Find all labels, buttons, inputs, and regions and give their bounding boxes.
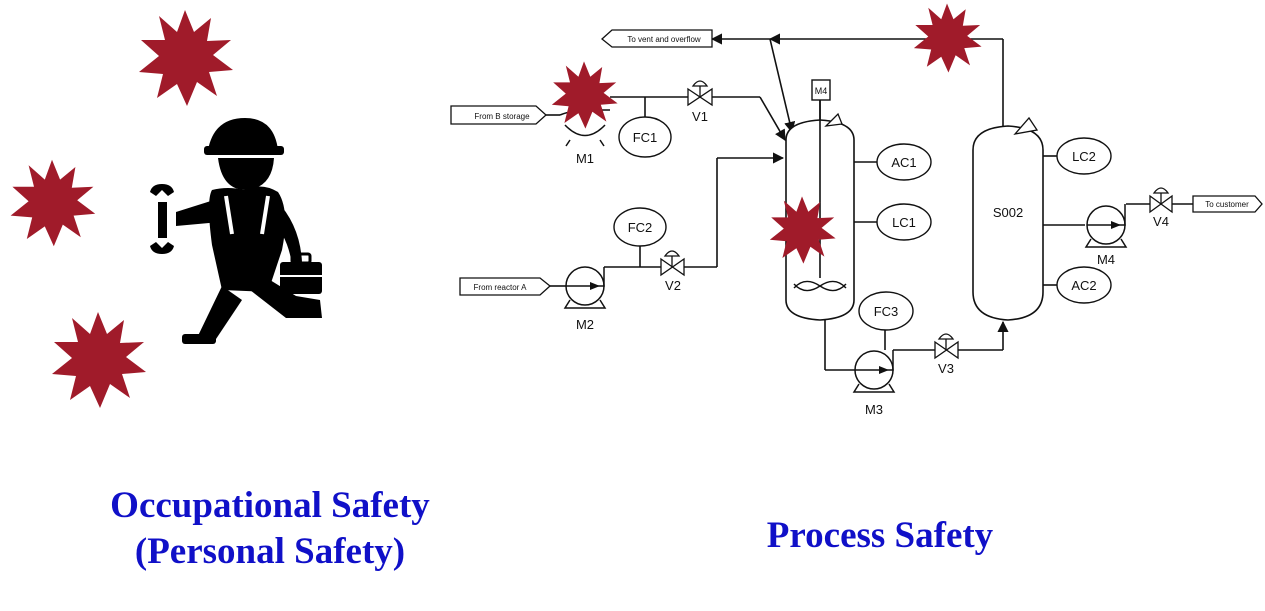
caption-occupational-line1: Occupational Safety (110, 485, 430, 526)
hazard-burst-icon (52, 312, 146, 408)
label-fc2: FC2 (628, 220, 653, 235)
hazard-burst-icon (139, 10, 233, 106)
label-v2: V2 (665, 278, 681, 293)
caption-occupational-line2: (Personal Safety) (134, 531, 406, 572)
label-fc3: FC3 (874, 304, 899, 319)
instrument-ac2 (1056, 266, 1112, 304)
label-lc2: LC2 (1072, 149, 1096, 164)
pump-m1 (564, 124, 606, 137)
caption-process-safety: Process Safety (766, 515, 994, 556)
hazard-burst-icon (10, 159, 96, 247)
flag-to-vent (600, 29, 713, 48)
vessel-s002 (972, 125, 1044, 321)
toolbox-icon (280, 252, 322, 294)
label-lc1: LC1 (892, 215, 916, 230)
wrench-icon (150, 184, 174, 254)
instrument-lc2 (1056, 137, 1112, 175)
hazard-burst-icon (913, 3, 982, 73)
caption-occupational-safety: Occupational Safety (Personal Safety) (60, 483, 480, 575)
instrument-fc2 (613, 207, 667, 247)
flag-from-b-storage (450, 105, 547, 125)
worker-icon (176, 118, 322, 344)
flag-to-customer (1192, 195, 1263, 213)
label-m1: M1 (576, 151, 594, 166)
instrument-lc1 (876, 203, 932, 241)
process-lines (546, 33, 1193, 371)
instrument-ac1 (876, 143, 932, 181)
flag-from-reactor-a (459, 277, 552, 296)
instrument-fc3 (858, 291, 914, 331)
label-from-b-storage: From B storage (474, 112, 530, 121)
label-ac1: AC1 (891, 155, 916, 170)
label-m4-mixer: M4 (815, 86, 828, 96)
label-to-vent: To vent and overflow (627, 35, 701, 44)
label-from-reactor-a: From reactor A (474, 283, 528, 292)
relief-valve-icon (1013, 116, 1039, 135)
label-v4: V4 (1153, 214, 1169, 229)
mixer-motor-box (811, 79, 831, 101)
label-v1: V1 (692, 109, 708, 124)
label-v3: V3 (938, 361, 954, 376)
label-to-customer: To customer (1205, 200, 1249, 209)
label-m4-pump: M4 (1097, 252, 1115, 267)
label-s002: S002 (993, 205, 1023, 220)
label-m3: M3 (865, 402, 883, 417)
label-ac2: AC2 (1071, 278, 1096, 293)
instrument-fc1 (618, 116, 672, 158)
hazard-burst-icon (551, 61, 618, 129)
label-m2: M2 (576, 317, 594, 332)
label-fc1: FC1 (633, 130, 658, 145)
relief-valve-icon (824, 112, 843, 127)
